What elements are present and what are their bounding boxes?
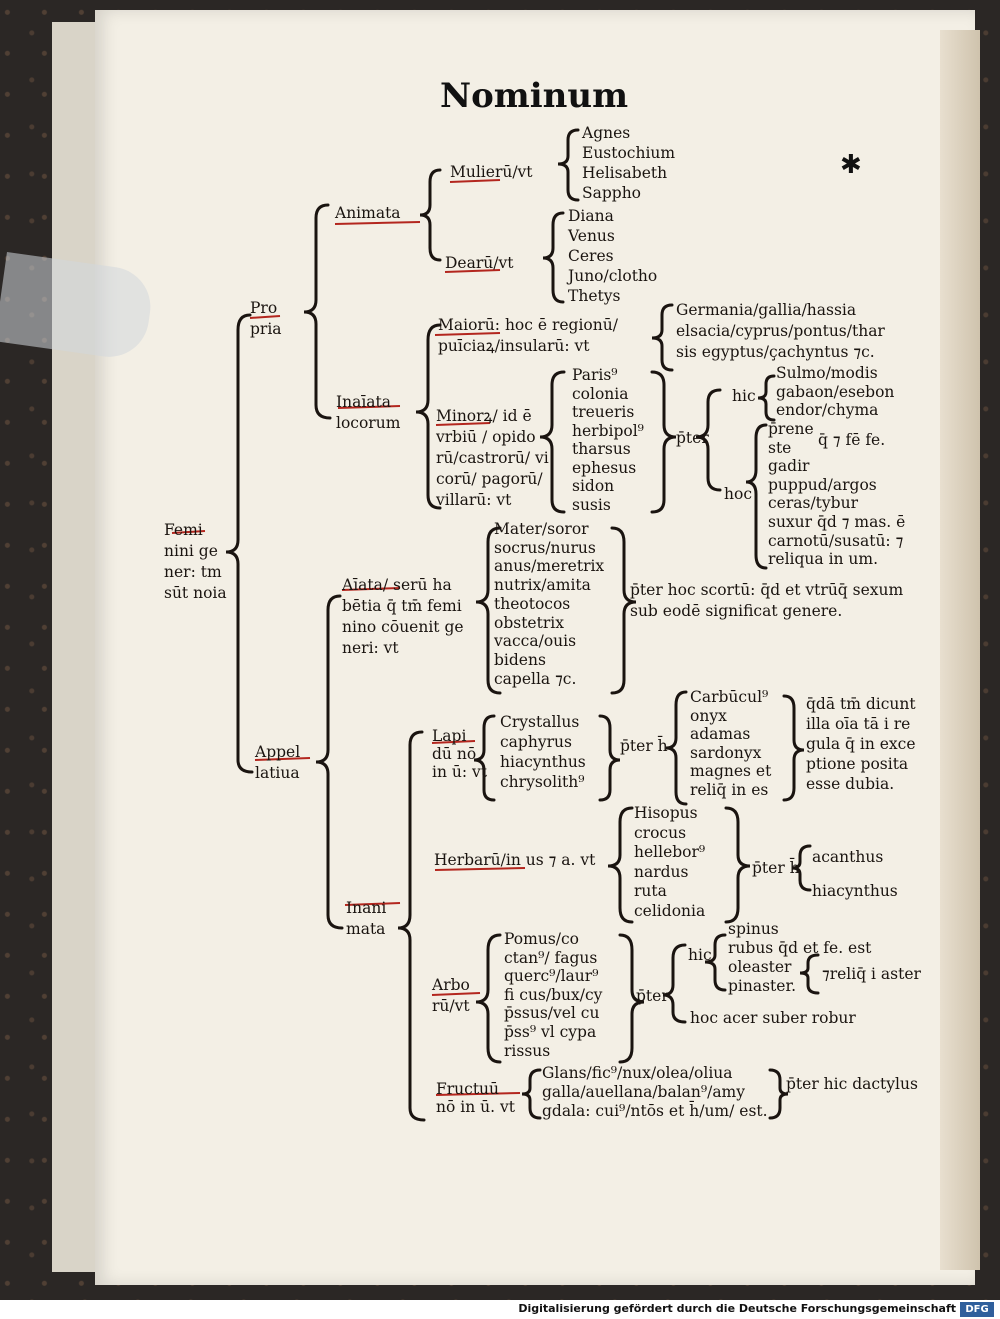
node-dearum: Dearū/vt — [445, 254, 514, 272]
bracket-appellatiua — [315, 594, 344, 930]
bracket-inanimata-loc — [415, 323, 442, 510]
node-maiorum: Maiorū: hoc ē regionū/puīciaꝝ/insularū: … — [438, 316, 618, 355]
footer-credit: Digitalisierung gefördert durch die Deut… — [518, 1302, 956, 1315]
bracket-root — [225, 313, 254, 774]
node-herbarum: Herbarū/in us ⁊ a. vt — [434, 851, 596, 869]
bracket-minorum — [539, 370, 566, 514]
bracket-propria — [303, 203, 332, 420]
star-mark: ✱ — [840, 150, 862, 180]
note-arborum-hic: ⁊reliq̄ i aster — [822, 965, 921, 983]
label-preter-minorum: p̄ter — [676, 429, 709, 447]
bracket-lapidum-note — [782, 694, 805, 802]
bracket-mulierum — [557, 128, 580, 202]
bracket-fructuum-close — [768, 1068, 789, 1120]
label-preter-herbarum: p̄ter h̄ — [752, 859, 800, 877]
bracket-fructuum — [521, 1068, 542, 1120]
bracket-arborum — [475, 933, 502, 1064]
bracket-hic-hoc — [695, 388, 722, 492]
label-hoc-arborum: hoc acer suber robur — [690, 1009, 856, 1027]
label-hoc: hoc — [724, 485, 752, 503]
bracket-arborum-hic-note — [799, 953, 820, 995]
footer-bar: Digitalisierung gefördert durch die Deut… — [0, 1300, 1000, 1319]
node-animata: Animata — [335, 204, 401, 222]
bracket-hic1 — [757, 374, 776, 422]
label-hic: hic — [732, 387, 756, 405]
label-hic-arborum: hic — [688, 946, 712, 964]
dfg-logo: DFG — [960, 1302, 994, 1317]
bracket-arborum-hic — [704, 933, 727, 992]
bracket-animata2 — [475, 526, 502, 695]
page-stack-edge — [940, 30, 980, 1270]
bracket-animata2-close — [610, 526, 637, 695]
bracket-herbarum-close — [724, 806, 751, 924]
label-preter-lapidum: p̄ter h̄ — [620, 737, 668, 755]
page-title: Nominum — [440, 76, 629, 116]
bracket-lapidum-close — [598, 714, 621, 802]
bracket-arborum-close — [618, 933, 645, 1064]
bracket-dearum — [542, 211, 565, 304]
bracket-maiorum — [651, 303, 674, 372]
bracket-arborum-ex — [662, 943, 687, 1024]
label-fructuum-exception: p̄ter hic dactylus — [786, 1075, 918, 1093]
bracket-hoc1 — [745, 423, 768, 570]
bracket-minorum-close — [650, 370, 677, 514]
bracket-lapidum — [473, 714, 496, 802]
label-preter-arborum: p̄ter — [636, 987, 669, 1005]
bracket-animata — [419, 168, 442, 262]
bracket-herbarum-ex — [791, 844, 812, 892]
rubric-strokes — [171, 179, 526, 1096]
bracket-inanimata — [397, 730, 426, 1122]
bracket-herbarum — [607, 806, 634, 924]
bracket-lapidum-ex — [665, 690, 688, 806]
note-hoc: q̄ ⁊ fē fe. — [818, 431, 886, 449]
node-mulierum: Mulierū/vt — [450, 163, 533, 181]
